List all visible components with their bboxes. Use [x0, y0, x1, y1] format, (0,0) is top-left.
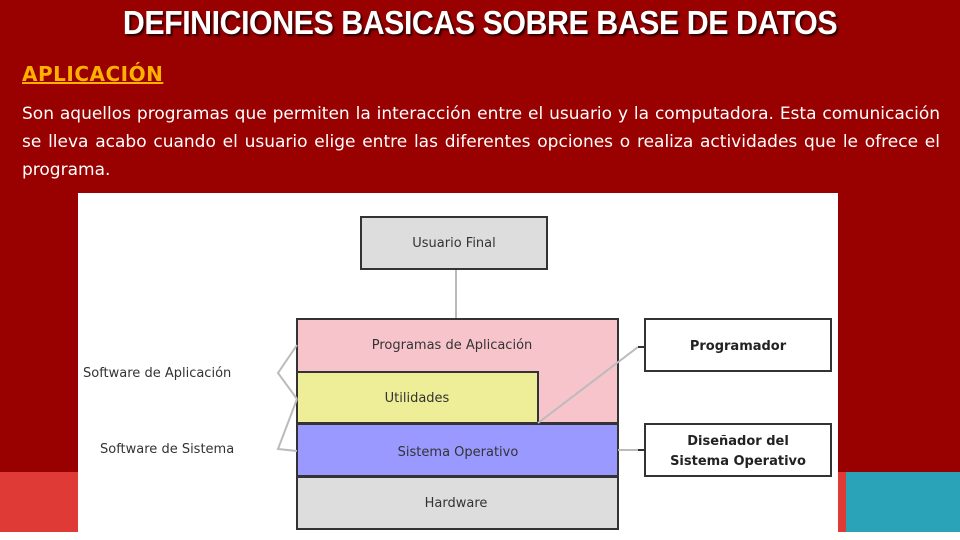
- sistema-operativo-label: Sistema Operativo: [398, 445, 519, 460]
- software-layers-diagram: Usuario Final Programas de Aplicación Ut…: [83, 216, 832, 530]
- programador-label: Programador: [690, 339, 787, 354]
- usuario-final-box: [360, 216, 548, 270]
- bracket-aplicacion: [276, 344, 298, 400]
- footer-teal-block: [846, 472, 960, 540]
- slide-title: DEFINICIONES BASICAS SOBRE BASE DE DATOS: [122, 4, 838, 41]
- software-sistema-label: Software de Sistema: [100, 442, 234, 457]
- connector-programador: [537, 346, 639, 424]
- utilidades-label: Utilidades: [385, 391, 450, 406]
- diagram-panel: Usuario Final Programas de Aplicación Ut…: [78, 193, 838, 532]
- footer-red-strip: [838, 472, 846, 540]
- body-paragraph: Son aquellos programas que permiten la i…: [22, 104, 940, 180]
- disenador-label-line2: Sistema Operativo: [670, 454, 806, 469]
- programador-box: [644, 318, 832, 372]
- software-aplicacion-label: Software de Aplicación: [83, 366, 231, 381]
- hardware-box: [296, 476, 619, 530]
- footer-red-block: [0, 472, 78, 540]
- programas-aplicacion-label: Programas de Aplicación: [372, 338, 533, 353]
- disenador-label-line1: Diseñador del: [687, 434, 789, 449]
- footer-bottom-strip: [0, 532, 960, 540]
- hardware-label: Hardware: [425, 496, 488, 511]
- bracket-sistema: [276, 398, 298, 452]
- usuario-final-label: Usuario Final: [412, 236, 496, 251]
- section-heading: APLICACIÓN: [22, 62, 164, 86]
